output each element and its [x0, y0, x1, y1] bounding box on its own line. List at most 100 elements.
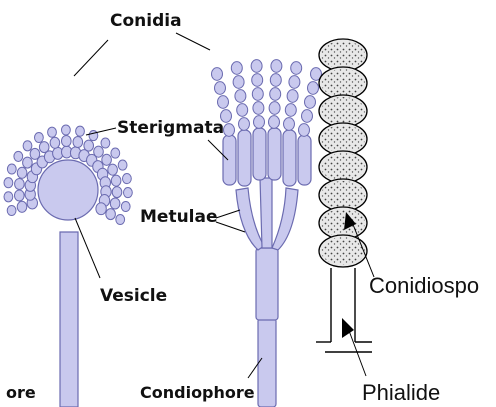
branched-conidiophore — [223, 128, 311, 407]
phialide-cell — [298, 135, 311, 185]
spore-texture — [321, 125, 365, 153]
conidium — [96, 203, 106, 215]
vesicle-head — [38, 160, 98, 220]
conidium — [239, 118, 250, 131]
stalk-segment — [256, 248, 278, 320]
conidium — [269, 102, 280, 115]
conidium — [233, 76, 244, 89]
conidium — [62, 135, 72, 146]
conidium — [4, 178, 13, 188]
left-conidiophore-stalk — [60, 232, 78, 407]
conidium — [7, 164, 16, 174]
conidium — [285, 104, 296, 117]
conidium — [270, 88, 281, 101]
conidium — [302, 110, 313, 123]
conidium — [112, 187, 122, 198]
conidium — [14, 190, 24, 201]
label-sterigmata: Sterigmata — [117, 118, 224, 138]
conidium — [231, 62, 242, 75]
conidium — [73, 136, 83, 147]
conidium — [235, 90, 246, 103]
label-metulae: Metulae — [140, 207, 218, 227]
conidium — [39, 142, 49, 153]
branch-conidia-chains — [212, 60, 322, 137]
label-conidiospore: Conidiospo — [369, 273, 479, 298]
conidium — [308, 82, 319, 95]
conidium — [106, 209, 116, 220]
conidium — [271, 60, 282, 73]
spore-chain-closeup — [319, 39, 367, 267]
label-vesicle: Vesicle — [100, 286, 167, 306]
conidium — [4, 192, 13, 202]
spore-texture — [321, 69, 365, 97]
conidium — [94, 146, 104, 157]
conidium — [289, 76, 300, 89]
conidium — [123, 174, 132, 184]
conidium — [218, 96, 229, 109]
conidium — [124, 188, 133, 198]
label-conidiophore: Condiophore — [140, 383, 255, 402]
phialide-cell — [223, 135, 236, 185]
conidium — [14, 151, 23, 161]
conidium — [110, 198, 120, 209]
conidium — [305, 96, 316, 109]
conidium — [118, 160, 127, 170]
conidium — [23, 141, 32, 151]
conidium — [252, 74, 263, 87]
conidium — [270, 74, 281, 87]
metula-centre — [260, 178, 272, 248]
label-conidia: Conidia — [110, 11, 182, 31]
conidium — [111, 175, 121, 186]
conidium — [30, 148, 40, 159]
conidium — [215, 82, 226, 95]
phialide-cell — [238, 130, 251, 186]
conidium — [102, 154, 112, 165]
arrowhead — [342, 318, 354, 338]
conidium — [111, 148, 120, 158]
conidium — [291, 62, 302, 75]
conidium — [84, 140, 94, 151]
conidium — [253, 102, 264, 115]
conidium — [7, 205, 16, 215]
conidium — [299, 124, 310, 137]
conidium — [252, 88, 263, 101]
vesicle-structure — [38, 160, 98, 407]
phialide-closeup — [316, 268, 372, 352]
conidium — [269, 116, 280, 129]
spore-texture — [321, 237, 365, 265]
conidium — [76, 126, 85, 136]
conidium — [212, 68, 223, 81]
conidium — [108, 164, 118, 175]
spore-texture — [321, 41, 365, 69]
metula-left — [236, 188, 264, 250]
spore-texture — [321, 181, 365, 209]
conidium — [17, 167, 27, 178]
conidium — [284, 118, 295, 131]
conidium — [23, 157, 33, 168]
conidium — [35, 132, 44, 142]
spore-texture — [321, 209, 365, 237]
conidium — [254, 116, 265, 129]
conidium — [48, 127, 57, 137]
conidium — [237, 104, 248, 117]
conidium — [251, 60, 262, 73]
label-phialide: Phialide — [362, 380, 440, 405]
metula-right — [272, 188, 298, 250]
label-left-cutoff: ore — [6, 383, 36, 402]
conidium — [287, 90, 298, 103]
spore-texture — [321, 153, 365, 181]
conidium — [17, 201, 27, 212]
phialide-cell — [268, 128, 281, 180]
conidium — [116, 214, 125, 224]
conidium — [224, 124, 235, 137]
conidium — [15, 178, 25, 189]
phialide-cell — [283, 130, 296, 186]
conidium — [62, 125, 71, 135]
conidium — [121, 201, 130, 211]
phialide-cell — [253, 128, 266, 180]
spore-texture — [321, 97, 365, 125]
stalk-segment — [258, 318, 276, 407]
conidium — [101, 138, 110, 148]
